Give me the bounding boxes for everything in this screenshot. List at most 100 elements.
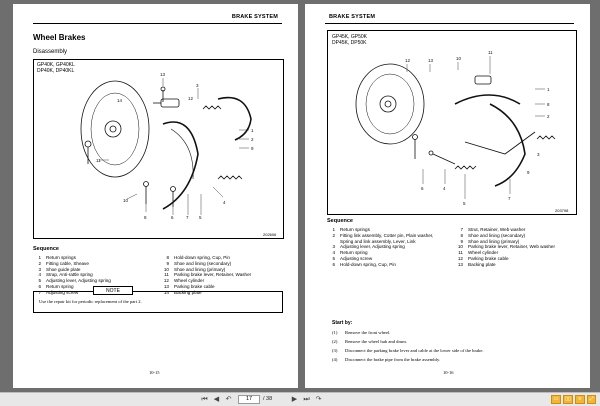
- sequence-text: Fitting cable, Sheave: [46, 260, 89, 266]
- sequence-number: 4: [332, 250, 335, 256]
- callout-7: 7: [186, 215, 189, 220]
- return-spring-shape: [536, 135, 556, 140]
- callout-1: 1: [251, 128, 254, 133]
- step-text: Remove the wheel hub and drum.: [345, 339, 407, 344]
- callout-7: 7: [508, 196, 511, 201]
- continuous-view-icon[interactable]: ≡: [575, 395, 585, 404]
- start-by-step: (2) Remove the wheel hub and drum.: [332, 339, 572, 345]
- sequence-number: 5: [332, 255, 335, 261]
- callout-3: 3: [196, 83, 199, 88]
- sequence-title: Sequence: [33, 246, 59, 252]
- sequence-number: 5: [38, 278, 41, 284]
- back-icon[interactable]: ↶: [225, 396, 232, 403]
- callout-11: 11: [96, 158, 101, 163]
- step-key: (4): [332, 357, 338, 362]
- sequence-text: Strut, Retainer, Web washer: [468, 227, 526, 232]
- sequence-number: 11: [164, 272, 169, 278]
- callout-6: 6: [421, 186, 424, 191]
- callout-10: 10: [123, 198, 129, 203]
- two-page-view-icon[interactable]: ▯▯: [563, 395, 573, 404]
- page-header: BRAKE SYSTEM: [33, 14, 282, 24]
- sequence-number: 3: [38, 266, 41, 272]
- shoe-secondary-shape: [217, 96, 252, 141]
- callout-2: 2: [251, 137, 254, 142]
- step-text: Disconnect the brake pipe from the brake…: [345, 357, 441, 362]
- figure-frame: [33, 59, 284, 239]
- sequence-text: Backing plate: [174, 289, 202, 295]
- return-spring-shape: [202, 105, 222, 110]
- note-box: [33, 291, 283, 313]
- sequence-number: 12: [457, 255, 463, 261]
- callout-11: 11: [488, 50, 493, 55]
- callout-9: 9: [251, 146, 254, 151]
- sequence-number: 4: [38, 272, 41, 278]
- step-key: (3): [332, 348, 338, 353]
- sequence-item: 3 Shoe guide plate: [33, 267, 158, 273]
- page-number: 10-16: [443, 370, 454, 375]
- callout-8: 8: [547, 102, 550, 107]
- wheel-cylinder-shape: [474, 75, 492, 85]
- sequence-number: 7: [38, 289, 41, 295]
- callout-13: 13: [428, 58, 434, 63]
- model-line: DP45K, DP50K: [332, 40, 367, 46]
- sequence-number: 2: [38, 260, 41, 266]
- sequence-number: 1: [332, 227, 335, 232]
- callout-3: 3: [537, 152, 540, 157]
- sequence-number: 9: [166, 260, 169, 266]
- page-number-input[interactable]: 17: [238, 395, 260, 404]
- forward-icon[interactable]: ↷: [315, 396, 322, 403]
- shoe-primary-shape: [489, 103, 526, 187]
- page-header: BRAKE SYSTEM: [325, 14, 574, 24]
- wheel-cylinder-shape: [160, 98, 180, 108]
- single-page-view-icon[interactable]: ▭: [551, 395, 561, 404]
- step-key: (2): [332, 339, 338, 344]
- start-by-label: Start by:: [332, 320, 353, 326]
- sequence-text: Wheel cylinder: [468, 250, 499, 256]
- first-page-icon[interactable]: ⏮: [201, 396, 208, 403]
- sequence-text: Shoe guide plate: [46, 266, 81, 272]
- sequence-text: Parking brake lever, Retainer, Web washe…: [468, 244, 555, 250]
- sequence-number: 6: [332, 261, 335, 267]
- sequence-text: Adjusting lever, Adjusting spring: [340, 244, 405, 250]
- sequence-text: Spring and link assembly, Lever, Link: [340, 238, 416, 244]
- page-number: 10-15: [149, 370, 160, 375]
- fullscreen-icon[interactable]: ⤢: [587, 395, 596, 404]
- sequence-item: Spring and link assembly, Lever, Link: [327, 239, 452, 245]
- prev-page-icon[interactable]: ◀: [213, 396, 220, 403]
- sequence-text: Shoe and lining (primary): [174, 266, 226, 272]
- sequence-number: 2: [332, 232, 335, 238]
- callout-5: 5: [463, 201, 466, 206]
- sequence-item: 12 Parking brake cable: [455, 256, 580, 262]
- step-key: (1): [332, 330, 338, 335]
- step-text: Disconnect the parking brake lever and c…: [345, 348, 484, 353]
- start-by-step: (1) Remove the front wheel.: [332, 330, 572, 336]
- header-text: BRAKE SYSTEM: [231, 14, 278, 20]
- backing-plate-shape: [80, 80, 150, 178]
- next-page-icon[interactable]: ▶: [291, 396, 298, 403]
- last-page-icon[interactable]: ⏭: [303, 396, 310, 403]
- model-line: GP40K, GP40KL: [37, 62, 75, 68]
- sequence-text: Parking brake cable: [468, 255, 509, 261]
- sequence-text: Hold-down spring, Cup, Pin: [174, 255, 230, 260]
- step-text: Remove the front wheel.: [345, 330, 391, 335]
- page-total: / 38: [263, 396, 273, 402]
- callout-1: 1: [547, 87, 550, 92]
